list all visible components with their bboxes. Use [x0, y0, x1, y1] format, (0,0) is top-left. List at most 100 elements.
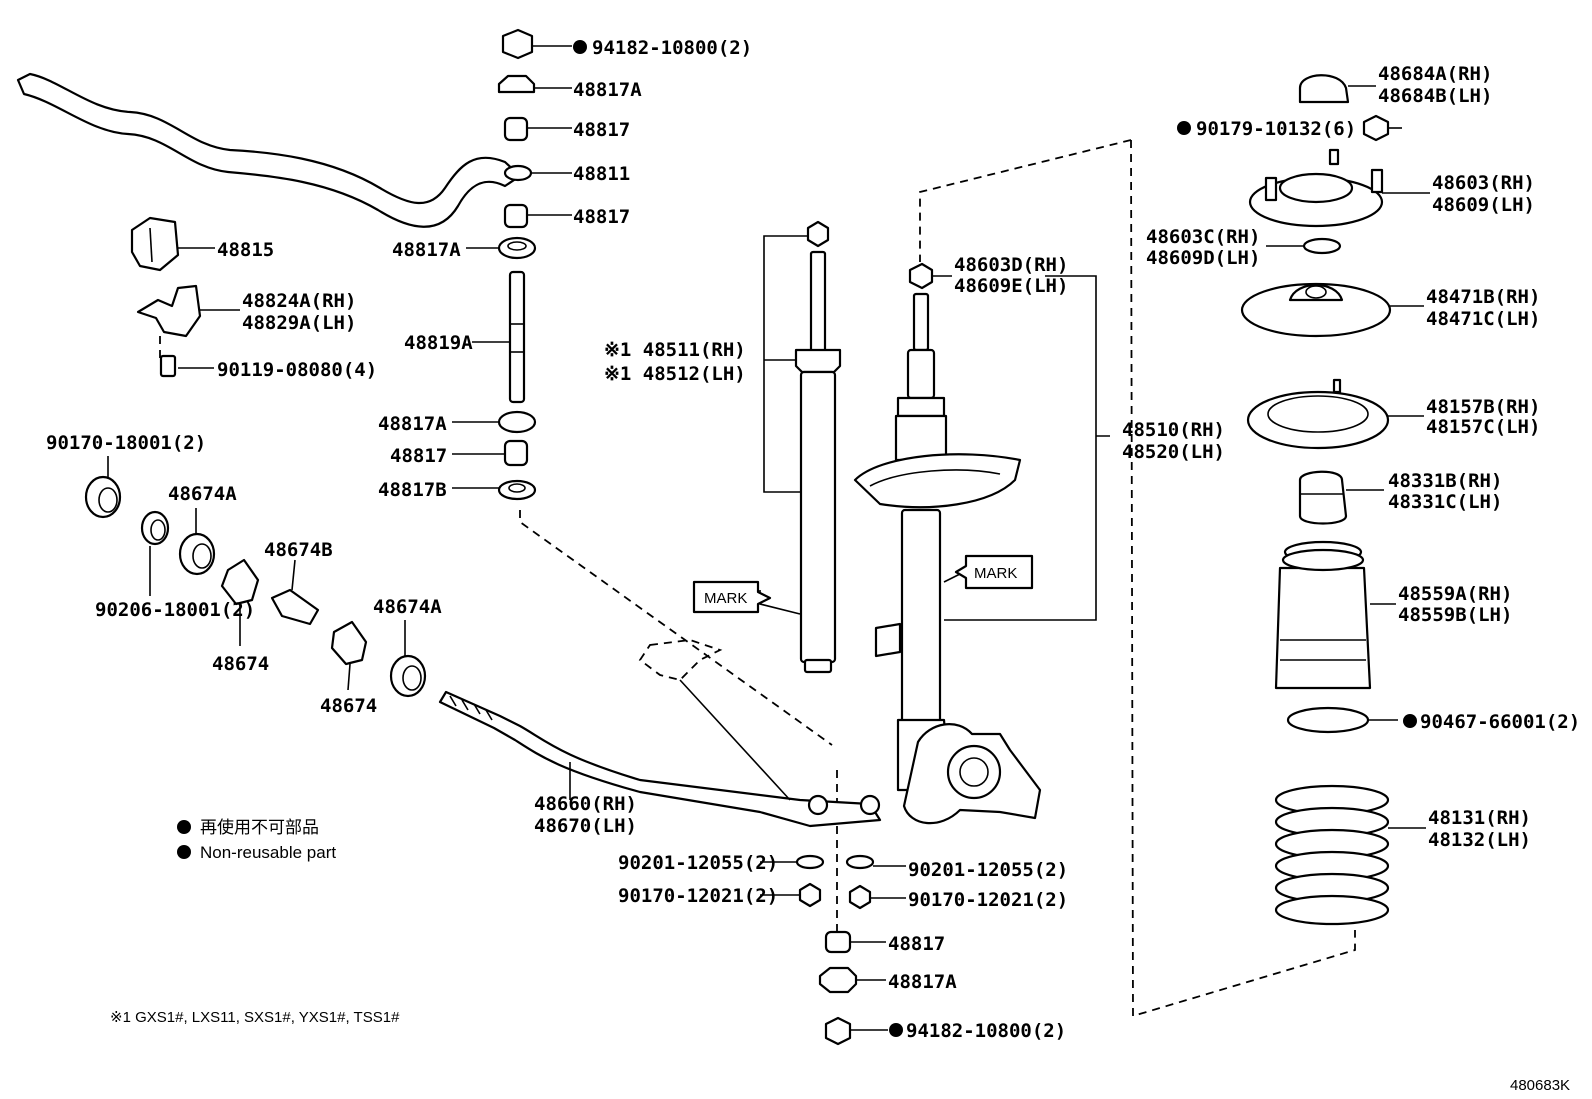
dashed-guide-top — [919, 139, 1132, 262]
cushion-48817-1 — [503, 116, 529, 142]
label-48559A: 48559A(RH) — [1398, 583, 1512, 605]
label-48670: 48670(LH) — [534, 815, 637, 837]
cap-48684A — [1298, 74, 1350, 104]
label-48609: 48609(LH) — [1432, 194, 1535, 216]
non-reusable-dot — [889, 1023, 903, 1037]
label-90179: 90179-10132(6) — [1196, 118, 1356, 140]
bolt-90119 — [159, 336, 177, 378]
label-48824A: 48824A(RH) — [242, 290, 356, 312]
label-48331B: 48331B(RH) — [1388, 470, 1502, 492]
cushion-48817A-4 — [818, 966, 858, 994]
label-48131: 48131(RH) — [1428, 807, 1531, 829]
label-48684A: 48684A(RH) — [1378, 63, 1492, 85]
label-48157C: 48157C(LH) — [1426, 416, 1540, 438]
mark-box-right: MARK — [954, 554, 1034, 590]
label-48829A: 48829A(LH) — [242, 312, 356, 334]
label-48157B: 48157B(RH) — [1426, 396, 1540, 418]
label-48520: 48520(LH) — [1122, 441, 1225, 463]
dashed-guide-link — [519, 510, 833, 746]
collar-90170-18001 — [84, 475, 122, 519]
bracket-48824A — [136, 284, 202, 338]
lower-fasteners — [795, 794, 881, 910]
retainer-48817B — [497, 479, 537, 501]
bushing-48674-2 — [330, 620, 368, 666]
cushion-48817A-1 — [497, 74, 536, 94]
label-48811: 48811 — [573, 163, 630, 185]
leader-lines — [107, 45, 1430, 1031]
strut-rod-48660 — [438, 690, 882, 828]
label-48471C: 48471C(LH) — [1426, 308, 1540, 330]
label-48660: 48660(RH) — [534, 793, 637, 815]
label-48817B: 48817B — [378, 479, 447, 501]
label-48510: 48510(RH) — [1122, 419, 1225, 441]
label-48674-2: 48674 — [320, 695, 377, 717]
shock-absorber-48511 — [794, 220, 842, 674]
label-48559B: 48559B(LH) — [1398, 604, 1512, 626]
non-reusable-dot — [573, 40, 587, 54]
legend-en: Non-reusable part — [200, 843, 336, 862]
label-90170-right: 90170-12021(2) — [908, 889, 1068, 911]
washer-48603C — [1302, 237, 1342, 255]
legend: 再使用不可部品 Non-reusable part — [177, 817, 336, 862]
cushion-48817-3 — [503, 439, 529, 467]
diagram-id: 480683K — [1510, 1077, 1570, 1094]
footnote: ※1 GXS1#, LXS11, SXS1#, YXS1#, TSS1# — [110, 1009, 400, 1026]
label-48817A-3: 48817A — [378, 413, 447, 435]
label-48817A-4: 48817A — [888, 971, 957, 993]
spring-seat-48157B — [1246, 378, 1390, 450]
label-48684B: 48684B(LH) — [1378, 85, 1492, 107]
non-reusable-dot — [1177, 121, 1191, 135]
label-90467: 90467-66001(2) — [1420, 711, 1580, 733]
label-90201-right: 90201-12055(2) — [908, 859, 1068, 881]
label-48331C: 48331C(LH) — [1388, 491, 1502, 513]
label-48674A-2: 48674A — [373, 596, 442, 618]
label-48511: ※1 48511(RH) — [604, 339, 746, 361]
label-48609E: 48609E(LH) — [954, 275, 1068, 297]
label-48603: 48603(RH) — [1432, 172, 1535, 194]
cushion-48817-2 — [503, 203, 529, 229]
collar-48674B — [270, 588, 320, 626]
bearing-48471B — [1240, 282, 1392, 338]
mark-label-right: MARK — [974, 565, 1017, 582]
mark-label-left: MARK — [704, 590, 747, 607]
nut-90179 — [1362, 114, 1390, 142]
mark-box-left: MARK — [692, 580, 772, 614]
label-48817-2: 48817 — [573, 206, 630, 228]
nut-94182-bottom — [824, 1016, 852, 1046]
link-rod-48819A — [508, 270, 526, 404]
label-48603D: 48603D(RH) — [954, 254, 1068, 276]
label-48817-1: 48817 — [573, 119, 630, 141]
label-48674B: 48674B — [264, 539, 333, 561]
label-48674-1: 48674 — [212, 653, 269, 675]
strut-assembly-48510 — [853, 262, 1042, 825]
label-48817-3: 48817 — [390, 445, 447, 467]
label-48132: 48132(LH) — [1428, 829, 1531, 851]
cushion-48817A-3 — [497, 410, 537, 434]
snap-ring-90206 — [140, 510, 170, 546]
label-48815: 48815 — [217, 239, 274, 261]
bushing-48674-1 — [220, 558, 260, 606]
non-reusable-dot — [1403, 714, 1417, 728]
boot-48559A — [1274, 540, 1372, 690]
label-48817A-2: 48817A — [392, 239, 461, 261]
bumper-48331B — [1298, 470, 1348, 525]
label-48471B: 48471B(RH) — [1426, 286, 1540, 308]
clip-90467 — [1286, 706, 1370, 734]
label-48817-4: 48817 — [888, 933, 945, 955]
support-48603 — [1248, 148, 1384, 228]
label-94182-top: 94182-10800(2) — [592, 37, 752, 59]
label-48819A: 48819A — [404, 332, 473, 354]
lower-arm-outline — [638, 639, 791, 801]
label-90170-left: 90170-12021(2) — [618, 885, 778, 907]
retainer-48674A-1 — [178, 532, 216, 576]
label-48609D: 48609D(LH) — [1146, 247, 1260, 269]
cushion-48817A-2 — [497, 236, 537, 260]
coil-spring-48131 — [1274, 784, 1390, 926]
label-48817A-1: 48817A — [573, 79, 642, 101]
label-48674A-1: 48674A — [168, 483, 237, 505]
retainer-48674A-2 — [389, 654, 427, 698]
label-90119: 90119-08080(4) — [217, 359, 377, 381]
dashed-guide-right — [1130, 139, 1356, 1018]
legend-jp: 再使用不可部品 — [200, 817, 319, 837]
